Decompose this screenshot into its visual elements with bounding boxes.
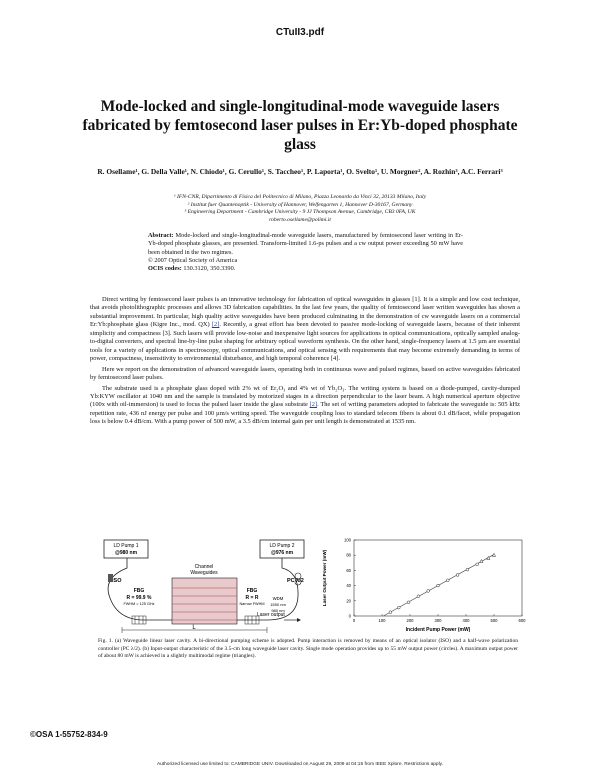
x-tick-label: 200: [407, 618, 415, 623]
fbg-2-reflectivity: R = R: [246, 595, 259, 601]
contact-email[interactable]: roberto.osellame@polimi.it: [269, 216, 331, 223]
pump-2-label: LD Pump 2: [269, 543, 294, 549]
pc-loop-icon: [294, 578, 302, 586]
data-point-triangle: [486, 555, 491, 560]
fbg-1-reflectivity: R = 99.9 %: [127, 595, 152, 601]
fiber-right: [237, 558, 299, 621]
pump-2-box: [259, 539, 305, 559]
wdm-band-2: 980 nm: [271, 608, 285, 613]
x-tick-label: 300: [435, 618, 443, 623]
isolator-block: [108, 574, 113, 582]
paragraph-1-part-b: . Recently, a great effort has been devo…: [90, 321, 521, 363]
x-tick-label: 500: [491, 618, 499, 623]
output-power-chart: 0 100 200 300 400 500 600 0 20 40 60 80 100 Inciden…: [322, 538, 526, 634]
waveguide-label-2: Waveguides: [190, 570, 218, 576]
data-point-circle: [388, 610, 393, 614]
cavity-diagram: LD Pump 1 @980 nm LD Pump 2 @976 nm ISO …: [103, 539, 305, 633]
author-list: R. Osellame¹, G. Della Valle¹, N. Chiodo…: [97, 167, 503, 176]
data-point-circle: [455, 573, 460, 577]
affiliation-1: ¹ IFN-CNR, Dipartimento di Fisica del Po…: [173, 194, 427, 200]
abstract-label: Abstract:: [148, 232, 174, 239]
y-tick-label: 0: [349, 614, 352, 619]
citation-link[interactable]: [2]: [211, 321, 220, 329]
x-axis-label: Incident Pump Power (mW): [406, 627, 471, 633]
y-tick-label: 20: [346, 598, 351, 603]
y-tick-label: 80: [346, 553, 351, 558]
affiliation-3: ³ Engineering Department - Cambridge Uni…: [184, 209, 416, 215]
data-point-triangle: [491, 552, 497, 557]
citation-link[interactable]: [2]: [309, 401, 318, 409]
data-point-circle: [397, 605, 401, 610]
pump-1-label: LD Pump 1: [113, 543, 138, 549]
data-point-circle: [406, 600, 411, 604]
laser-output-label: Laser output: [257, 612, 285, 618]
plot-area: [353, 539, 523, 617]
ocis-label: OCIS codes:: [148, 265, 182, 273]
copyright: © 2007 Optical Society of America: [148, 256, 238, 264]
paragraph-1: Direct writing by femtosecond laser puls…: [90, 296, 520, 364]
wdm-label: WDM: [273, 596, 284, 601]
waveguide-chip: [171, 577, 238, 625]
ocis-codes: OCIS codes: 130.3120, 350.3390.: [148, 265, 463, 273]
x-tick-label: 400: [463, 618, 471, 623]
fbg-1-label: FBG: [134, 588, 145, 594]
data-point-circle: [446, 578, 450, 582]
fbg-1-fwhm: FWHM = 125 GHz: [123, 602, 154, 606]
pump-1-wavelength: @980 nm: [115, 550, 138, 556]
body-text: Direct writing by femtosecond laser puls…: [90, 296, 520, 427]
affiliations: ¹ IFN-CNR, Dipartimento di Fisica del Po…: [90, 194, 510, 224]
x-axis: 0 100 200 300 400 500 600: [353, 614, 526, 623]
arrow-head-icon: [297, 618, 301, 622]
osa-code: ©OSA 1-55752-834-9: [30, 730, 108, 739]
data-points: [388, 552, 497, 614]
paper-title: Mode-locked and single-longitudinal-mode…: [82, 98, 518, 153]
y-axis: 0 20 40 60 80 100: [344, 538, 356, 619]
data-point-circle: [426, 589, 430, 593]
fbg-2-fwhm: Narrow FWHM: [239, 602, 264, 606]
y-tick-label: 60: [346, 568, 351, 573]
x-tick-label: 100: [379, 618, 387, 623]
fiber-left: [107, 558, 172, 621]
figure-caption: Fig. 1. (a) Waveguide linear laser cavit…: [98, 638, 518, 659]
fbg-2-label: FBG: [247, 588, 258, 594]
data-point-circle: [416, 594, 421, 598]
length-label: L: [192, 625, 196, 631]
data-point-triangle: [479, 558, 484, 563]
paragraph-1-part-a: Direct writing by femtosecond laser puls…: [90, 296, 520, 329]
page-header: CTuII3.pdf: [275, 27, 325, 38]
paragraph-3: The substrate used is a phosphate glass …: [90, 385, 520, 427]
wdm-band-1: 1550 nm: [270, 602, 286, 607]
y-axis-label: Laser Output Power (mW): [322, 549, 327, 606]
paragraph-3-part-a: The substrate used is a phosphate glass …: [90, 384, 520, 409]
affiliation-2: ² Institut fuer Quantenoptik - Universit…: [187, 201, 413, 208]
isolator-label: ISO: [112, 578, 122, 584]
paragraph-3-part-b: . The set of writing parameters adopted …: [90, 401, 520, 426]
pump-2-wavelength: @976 nm: [271, 550, 294, 556]
ocis-values: 130.3120, 350.3390.: [183, 265, 236, 273]
pump-1-box: [103, 539, 149, 559]
data-point-circle: [436, 583, 440, 588]
license-footer: Authorized licensed use limited to: CAMB…: [156, 762, 444, 767]
x-tick-label: 0: [353, 618, 356, 623]
abstract-text: Mode-locked and single-longitudinal-mode…: [148, 232, 463, 256]
abstract: Abstract: Mode-locked and single-longitu…: [148, 232, 463, 273]
data-point-circle: [465, 567, 470, 572]
data-point-circle: [475, 562, 479, 566]
paragraph-2: Here we report on the demonstration of a…: [90, 365, 520, 382]
waveguide-label-1: Channel: [195, 564, 214, 570]
x-tick-label: 600: [519, 618, 527, 623]
y-tick-label: 100: [344, 538, 352, 543]
y-tick-label: 40: [346, 583, 351, 588]
